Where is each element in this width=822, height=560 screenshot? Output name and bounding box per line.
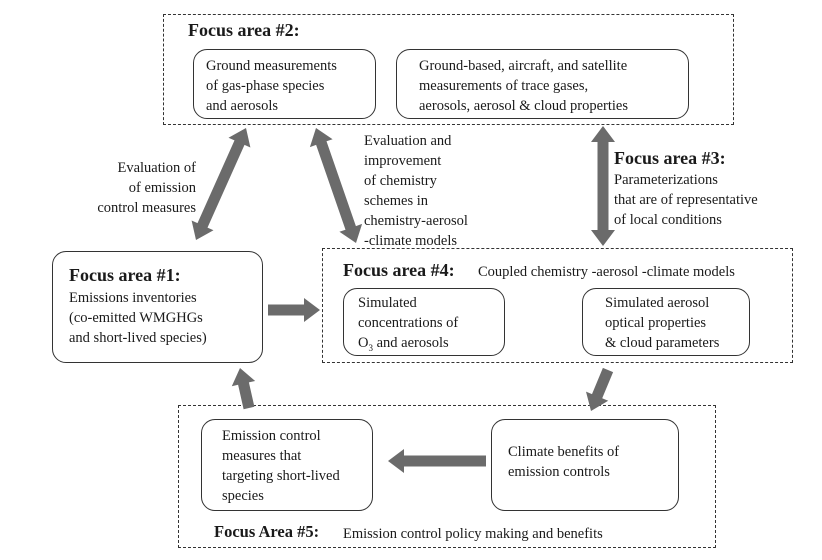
text-line: Parameterizations xyxy=(614,172,718,188)
label-line: control measures xyxy=(97,200,196,216)
label-line: Evaluation and xyxy=(364,133,452,149)
arrow-focus4-to-focus5 xyxy=(586,367,614,411)
focus-area-1-title: Focus area #1: xyxy=(69,265,181,285)
simulated-aerosol-box: Simulated aerosol optical properties & c… xyxy=(582,288,750,356)
box-line: Simulated xyxy=(358,295,417,311)
box-line: species xyxy=(222,488,264,504)
focus-area-5-subtitle: Emission control policy making and benef… xyxy=(343,526,603,542)
box-line: targeting short-lived xyxy=(222,468,340,484)
focus-area-5-container xyxy=(178,405,716,548)
simulated-concentrations-box: Simulated concentrations of O3 and aeros… xyxy=(343,288,505,356)
box-line: of gas-phase species xyxy=(206,78,325,94)
text-line: that are of representative xyxy=(614,192,758,208)
text-line: and short-lived species) xyxy=(69,330,207,346)
text-line: of local conditions xyxy=(614,212,722,228)
box-line: aerosols, aerosol & cloud properties xyxy=(419,98,628,114)
box-line: Ground-based, aircraft, and satellite xyxy=(419,58,628,74)
focus-area-4-subtitle: Coupled chemistry -aerosol -climate mode… xyxy=(478,264,735,280)
arrow-focus2-focus4 xyxy=(309,128,363,243)
ground-measurements-box: Ground measurements of gas-phase species… xyxy=(193,49,376,119)
arrow-benefits-to-measures xyxy=(388,449,486,473)
focus-area-3-text: Parameterizations that are of representa… xyxy=(614,170,758,230)
arrow-focus1-focus2 xyxy=(191,128,251,240)
box-line: emission controls xyxy=(508,464,610,480)
box-line: & cloud parameters xyxy=(605,335,720,351)
text-line: (co-emitted WMGHGs xyxy=(69,310,203,326)
evaluation-emission-label: Evaluation of of emission control measur… xyxy=(97,158,196,218)
box-line: measures that xyxy=(222,448,302,464)
arrow-focus2-focus3-focus4 xyxy=(591,126,615,246)
climate-benefits-box: Climate benefits of emission controls xyxy=(491,419,679,511)
evaluation-chemistry-label: Evaluation and improvement of chemistry … xyxy=(364,131,468,251)
focus-area-4-container xyxy=(322,248,793,363)
box-line: Emission control xyxy=(222,428,321,444)
label-line: of chemistry xyxy=(364,173,437,189)
box-line: and aerosols xyxy=(206,98,279,114)
focus-area-3-title: Focus area #3: xyxy=(614,148,726,168)
emission-control-measures-box: Emission control measures that targeting… xyxy=(201,419,373,511)
focus-area-2-title: Focus area #2: xyxy=(188,20,300,40)
box-line: Ground measurements xyxy=(206,58,337,74)
box-line: O3 and aerosols xyxy=(358,335,449,353)
label-line: schemes in xyxy=(364,193,429,209)
label-line: improvement xyxy=(364,153,442,169)
label-line: of emission xyxy=(128,180,196,196)
text-line: Emissions inventories xyxy=(69,290,197,306)
satellite-measurements-box: Ground-based, aircraft, and satellite me… xyxy=(396,49,689,119)
subscript: 3 xyxy=(368,342,373,353)
box-line: concentrations of xyxy=(358,315,459,331)
arrow-focus5-to-focus1 xyxy=(231,368,256,410)
focus-area-1-box: Focus area #1: Emissions inventories (co… xyxy=(52,251,263,363)
box-line: Simulated aerosol xyxy=(605,295,710,311)
focus-area-4-title: Focus area #4: xyxy=(343,260,455,280)
box-line: measurements of trace gases, xyxy=(419,78,589,94)
label-line: -climate models xyxy=(364,233,458,249)
label-line: Evaluation of xyxy=(117,160,196,176)
arrow-focus1-to-focus4 xyxy=(268,298,320,322)
box-line: optical properties xyxy=(605,315,707,331)
box-line: Climate benefits of xyxy=(508,444,620,460)
label-line: chemistry-aerosol xyxy=(364,213,468,229)
focus-area-2-container xyxy=(163,14,734,125)
focus-area-5-title: Focus Area #5: xyxy=(214,522,320,541)
